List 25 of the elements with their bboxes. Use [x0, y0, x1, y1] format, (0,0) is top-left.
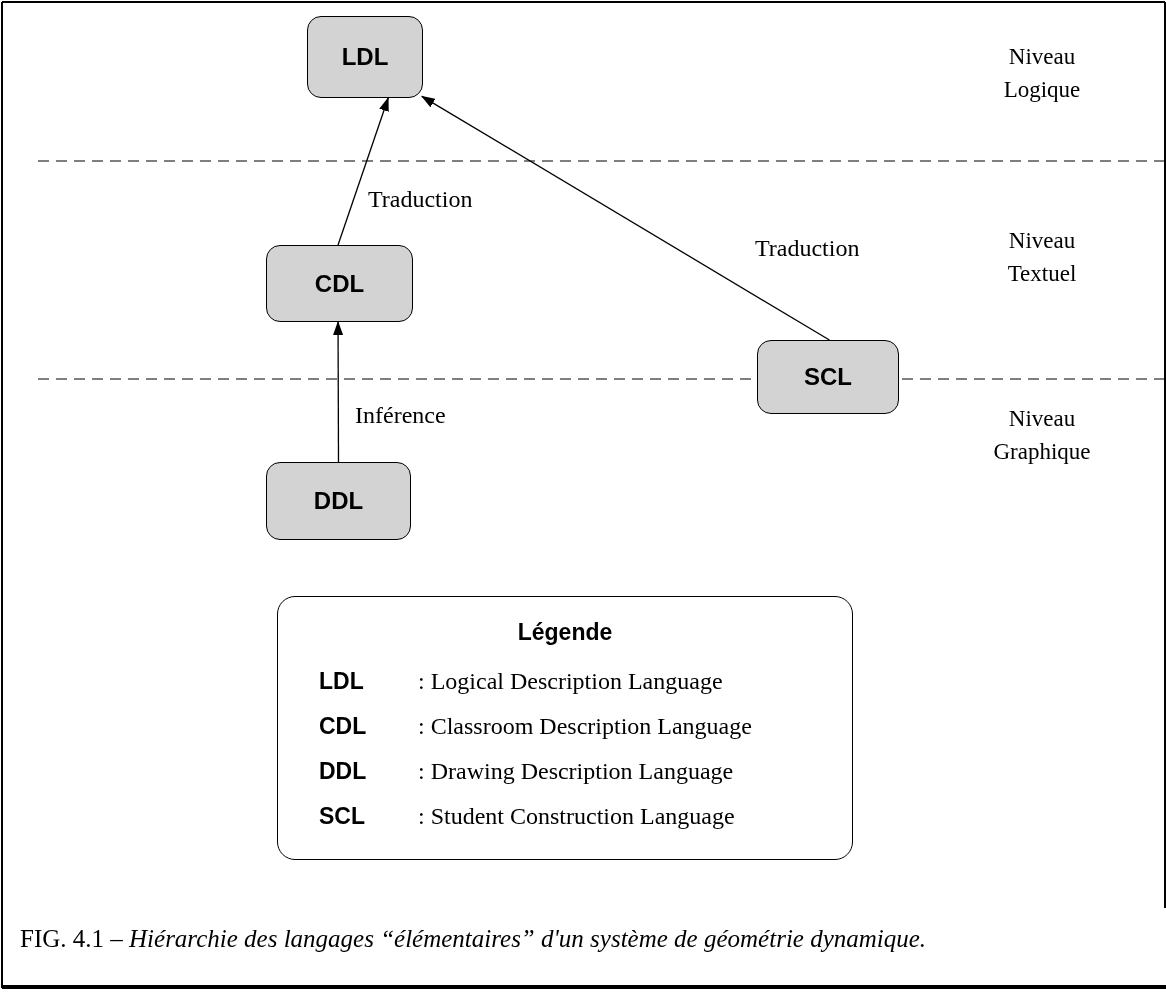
- legend-definition: : Student Construction Language: [418, 803, 735, 830]
- figure-caption: FIG. 4.1 – Hiérarchie des langages “élémentaires” d'un système de géométrie dynamique.: [20, 924, 928, 954]
- level-label: Niveau Graphique: [992, 405, 1092, 466]
- legend-definition: : Drawing Description Language: [418, 758, 734, 785]
- legend-box: [277, 596, 853, 860]
- arrow: [421, 95, 831, 341]
- language-box: [266, 245, 413, 322]
- level-label: Niveau Logique: [1002, 43, 1082, 104]
- arrow: [337, 97, 389, 246]
- arrow: [333, 321, 344, 463]
- legend-definition: : Classroom Description Language: [418, 713, 752, 740]
- legend-abbreviation: CDL: [319, 713, 367, 740]
- box-label: SCL: [804, 363, 852, 391]
- legend-heading: Légende: [516, 619, 614, 646]
- language-box: [266, 462, 411, 540]
- legend-abbreviation: SCL: [319, 803, 365, 830]
- legend-abbreviation: LDL: [319, 668, 364, 695]
- box-label: CDL: [314, 269, 365, 298]
- box-label: LDL: [341, 43, 389, 71]
- level-label: Niveau Textuel: [1006, 227, 1078, 288]
- box-label: DDL: [313, 487, 364, 515]
- legend-abbreviation: DDL: [319, 758, 367, 785]
- language-box: [307, 16, 423, 98]
- legend-definition: : Logical Description Language: [418, 668, 723, 695]
- language-box: [757, 340, 899, 414]
